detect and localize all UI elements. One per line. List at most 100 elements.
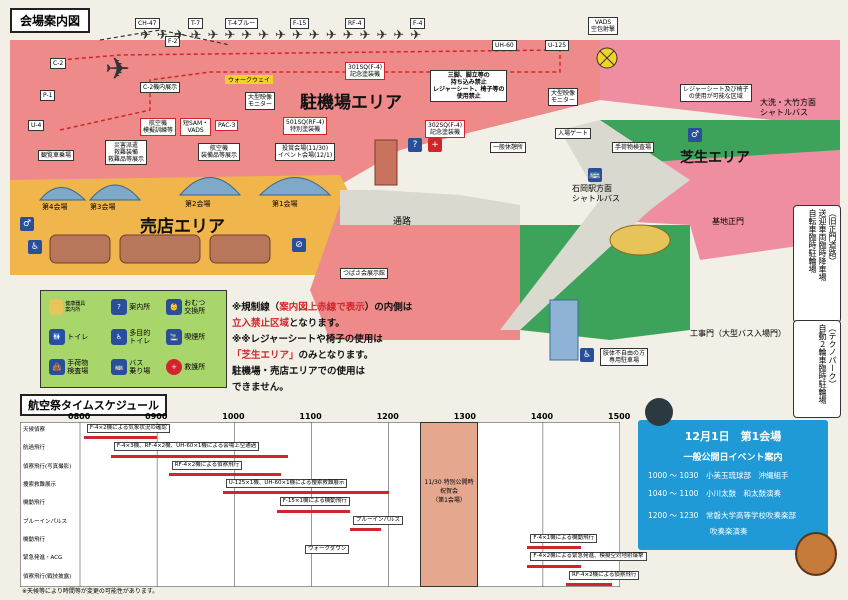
lawn-building — [549, 299, 579, 361]
diaper-icon: 👶 — [166, 299, 182, 315]
area-shop: 売店エリア — [140, 217, 225, 237]
label-hall3: 第3会場 — [90, 203, 116, 211]
event-info-header: 12月1日 第1会場 — [684, 430, 782, 443]
disabled-toilet-icon: ♿ — [28, 240, 42, 254]
label-shuttle-oarai: 大洗・大竹方面 シャトルバス — [760, 98, 816, 117]
legend-box: 健康器具 案内所 ? 案内所 👶 おむつ 交換所 🚻 トイレ ♿ 多目的 トイレ… — [40, 290, 227, 388]
event-rescue-note: U-125×1機、UH-60×1機による捜索救難展示 — [225, 479, 348, 488]
schedule-row-label: 偵察飛行(写真撮影) — [23, 463, 72, 470]
note-line-5: 駐機場・売店エリアでの使用は — [232, 366, 366, 377]
road2 — [500, 120, 690, 330]
hour-label: 0900 — [145, 412, 168, 421]
label-leisure: レジャーシート及び椅子 の使用が可能な区域 — [680, 84, 752, 102]
disabled-parking-icon: ♿ — [580, 348, 594, 362]
event-f15-bar — [276, 509, 350, 513]
lawn-circle — [609, 224, 671, 256]
aircraft-f15: F-15 — [290, 18, 310, 29]
label-observe-vehicle: 観覧車乗場 — [38, 150, 75, 161]
event-blue-bar — [350, 528, 381, 531]
event-recon2-note: RF-4×2機による偵察飛行 — [569, 570, 640, 580]
label-walkway: ウォークウェイ — [225, 75, 274, 84]
note-line-3: ※※レジャーシートや椅子の使用は — [232, 334, 383, 345]
label-monitor-1: 大型映像 モニター — [245, 92, 276, 110]
schedule-row-label: 機動飛行 — [23, 500, 46, 507]
aircraft-c2: C-2 — [50, 58, 67, 69]
hangar-4 — [38, 187, 87, 201]
event-weather-bar — [83, 436, 158, 440]
info-icon: ? — [408, 138, 422, 152]
aircraft-u4: U-4 — [28, 120, 45, 131]
side-techno: （テクノパーク） 自動２輪車臨時駐輪場 — [793, 320, 841, 418]
schedule-row-label: 緊急発進・ACG — [23, 555, 63, 562]
area-passage: 通路 — [393, 217, 412, 227]
label-301sq: 301SQ(F-4) 記念塗装機 — [345, 62, 386, 80]
event-flyby-note: F-4×3機、RF-4×2機、UH-60×1機による会場上空通過 — [113, 442, 260, 452]
health-icon — [49, 299, 63, 315]
event-item-3: 1200 ～ 1230 常磐大学高等学校吹奏楽部 — [648, 511, 796, 520]
label-no-entry: 三脚、脚立等の 持ち込み禁止 レジャーシート、椅子等の 使用禁止 — [430, 70, 508, 102]
shop-tent-2 — [119, 234, 201, 264]
note-line-4: 「芝生エリア」のみとなります。 — [232, 350, 374, 361]
map-title: 会場案内図 — [10, 8, 91, 33]
event-weather-note: F-4×2機による気象状況の確認 — [86, 424, 170, 433]
event-recon2-bar — [566, 583, 613, 586]
side-old-gate: （旧正門道路） 送迎車両臨時降車場 自転車臨時駐輪場 — [793, 205, 841, 323]
shop-tent-3 — [209, 234, 271, 264]
schedule-row-label: 航過飛行 — [23, 445, 46, 452]
first-aid-icon: + — [428, 138, 442, 152]
label-engineering-gate: 工事門（大型バス入場門） — [690, 329, 786, 338]
aircraft-t7: T-7 — [188, 18, 204, 29]
label-pac3: PAC-3 — [215, 120, 239, 131]
aircraft-t4blue: T-4ブルー — [225, 18, 259, 29]
mascot-bottom — [795, 532, 837, 576]
schedule-footnote: ※天候等により時間等が変更の可能性があります。 — [22, 588, 159, 595]
label-hall4: 第4会場 — [42, 203, 68, 211]
event-info-subtitle: 一般公開日イベント案内 — [683, 453, 783, 463]
legend-item-first-aid: + 救護所 — [166, 359, 205, 375]
event-f4-note: F-4×1機による機動飛行 — [530, 534, 598, 543]
control-tower — [374, 139, 398, 186]
label-c2-inside: C-2機内展示 — [140, 82, 181, 93]
label-tsukuba: つばさ会展示館 — [340, 268, 389, 279]
bus-icon: 🚌 — [588, 168, 602, 182]
hour-label: 1200 — [376, 412, 399, 421]
event-info-box: 12月1日 第1会場 一般公開日イベント案内 1000 ～ 1030 小美玉琉球… — [638, 420, 828, 550]
label-disabled-parking: 肢体不自由の方 専用駐車場 — [600, 348, 649, 366]
hangar-2 — [178, 177, 242, 196]
label-sam-vads: 短SAM・ VADS — [180, 118, 212, 136]
label-hall1: 第1会場 — [272, 200, 298, 208]
label-501sq: 501SQ(RF-4) 特別塗装機 — [283, 117, 328, 135]
smoking-icon: ⊘ — [292, 238, 306, 252]
legend-item-diaper: 👶 おむつ 交換所 — [166, 299, 205, 315]
legend-item-health: 健康器具 案内所 — [49, 299, 85, 315]
legend-item-baggage: 👜 手荷物 検査場 — [49, 359, 88, 375]
schedule-row-label: 天候偵察 — [23, 427, 46, 433]
event-scramble-note: F-4×2機による緊急発進、模擬空対地射爆撃 — [530, 552, 647, 562]
hour-label: 1400 — [530, 412, 554, 421]
plane-icons-row: ✈✈✈✈✈✈✈✈✈✈✈✈✈✈✈✈✈ — [140, 28, 428, 43]
schedule-title: 航空祭タイムスケジュール — [20, 394, 168, 416]
legend-item-multi-toilet: ♿ 多目的 トイレ — [111, 329, 150, 345]
hour-label: 1100 — [299, 412, 322, 421]
schedule-row-label: 捜索救難展示 — [23, 482, 57, 488]
first-aid-icon: + — [166, 359, 182, 375]
legend-item-smoking: 🚬 喫煙所 — [166, 329, 205, 345]
hour-label: 0800 — [68, 412, 91, 421]
hour-label: 1000 — [222, 412, 245, 421]
vads-label: VADS 空包射撃 — [588, 17, 619, 35]
aircraft-u125: U-125 — [545, 40, 570, 51]
label-main-gate: 基地正門 — [712, 217, 744, 226]
label-shuttle-ishioka: 石岡駅方面 シャトルバス — [572, 184, 620, 203]
toilet-icon: 🚻 — [49, 329, 65, 345]
area-lawn: 芝生エリア — [680, 150, 750, 166]
toilet-icon: ♂ — [20, 217, 34, 231]
event-item-4: 吹奏楽演奏 — [710, 527, 748, 536]
hour-label: 1300 — [453, 412, 476, 421]
event-recon-bar — [168, 473, 281, 476]
event-f15-note: F-15×1機による機動飛行 — [279, 497, 350, 507]
label-302sq: 302SQ(F-4) 記念塗装機 — [425, 120, 466, 138]
label-aircraft-goods: 航空機 装備品等展示 — [198, 143, 241, 161]
event-recon-note: RF-4×2機による偵察飛行 — [171, 460, 243, 470]
legend-item-bus: 🚌 バス 乗り場 — [111, 359, 150, 375]
